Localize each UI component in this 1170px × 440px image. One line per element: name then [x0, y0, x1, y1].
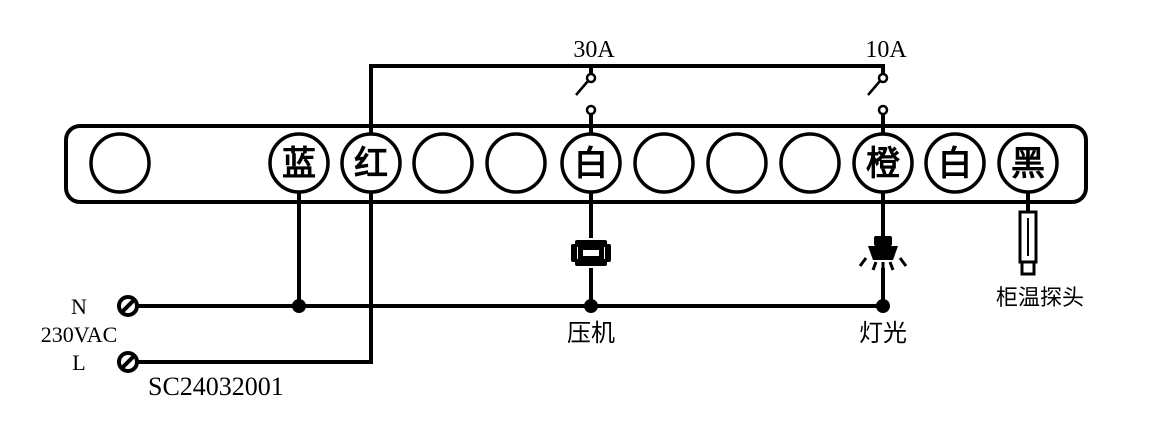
- relay-switch-10a: [867, 72, 889, 134]
- terminal-black-label: 黑: [1011, 144, 1045, 184]
- rating-10a-label: 10A: [865, 37, 907, 63]
- terminal-red-label: 红: [354, 144, 388, 184]
- temperature-probe-icon: [1018, 192, 1038, 276]
- live-wire: [128, 64, 885, 364]
- terminal-10: 橙: [852, 132, 914, 194]
- terminal-6: 白: [560, 132, 622, 194]
- live-label: L: [72, 350, 85, 375]
- terminal-blue-label: 蓝: [282, 144, 316, 184]
- terminal-3: 红: [340, 132, 402, 194]
- terminal-1: [89, 132, 151, 194]
- terminal-orange-label: 橙: [866, 144, 901, 184]
- voltage-label: 230VAC: [41, 322, 118, 347]
- terminal-white-label: 白: [938, 144, 972, 184]
- terminal-12: 黑: [997, 132, 1059, 194]
- terminal-11: 白: [924, 132, 986, 194]
- terminal-4: [412, 132, 474, 194]
- relay-switch-30a: [575, 72, 597, 134]
- live-terminal-screw: [117, 351, 139, 373]
- terminal-8: [706, 132, 768, 194]
- terminal-2: 蓝: [268, 132, 330, 194]
- terminal-5: [485, 132, 547, 194]
- light-bulb-icon: [858, 236, 908, 272]
- terminal-7: [633, 132, 695, 194]
- compressor-icon: [571, 240, 611, 266]
- rating-30a-label: 30A: [573, 37, 615, 63]
- terminal-9: [779, 132, 841, 194]
- light-label: 灯光: [859, 320, 907, 347]
- neutral-junction-dot: [292, 299, 306, 313]
- terminal-white-compressor-label: 白: [574, 144, 608, 184]
- neutral-terminal-screw: [117, 295, 139, 317]
- probe-label: 柜温探头: [996, 285, 1084, 310]
- neutral-label: N: [71, 294, 87, 319]
- light-junction-dot: [876, 299, 890, 313]
- compressor-label: 压机: [567, 320, 615, 347]
- compressor-junction-dot: [584, 299, 598, 313]
- model-number: SC24032001: [148, 372, 284, 401]
- neutral-wire: [128, 192, 885, 308]
